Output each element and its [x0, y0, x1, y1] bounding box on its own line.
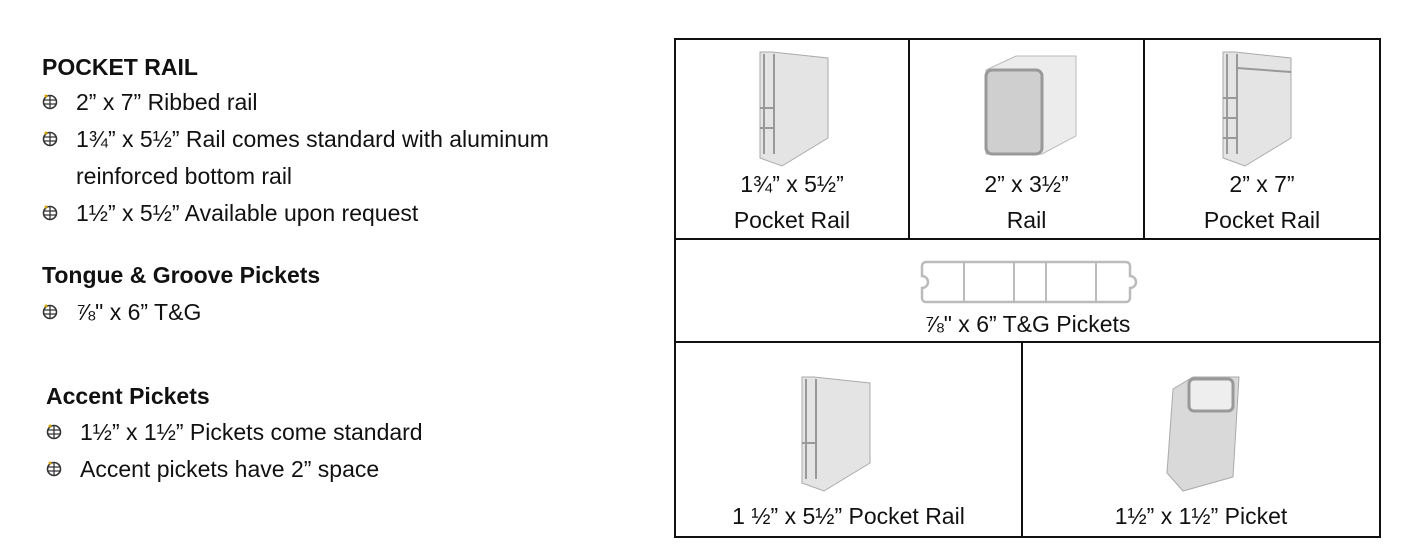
- list-item: 1½” x 1½” Pickets come standard: [46, 414, 423, 451]
- caption-size: 2” x 3½”: [984, 171, 1069, 197]
- list-item-continuation: reinforced bottom rail: [76, 163, 293, 189]
- picket-image: [1166, 376, 1240, 492]
- cell-rail-2x35: 2” x 3½” Rail: [910, 40, 1145, 240]
- globe-bullet-icon: [46, 461, 62, 477]
- globe-bullet-icon: [42, 94, 58, 110]
- caption-size: 1¾” x 5½”: [740, 171, 844, 197]
- globe-bullet-icon: [46, 424, 62, 440]
- cell-pocket-rail-15: 1 ½” x 5½” Pocket Rail: [676, 343, 1023, 536]
- caption-label: Pocket Rail: [733, 207, 851, 233]
- cell-pocket-rail-134: 1¾” x 5½” Pocket Rail: [676, 40, 910, 240]
- list-item-text: 1¾” x 5½” Rail comes standard with alumi…: [76, 126, 549, 152]
- tongue-groove-heading: Tongue & Groove Pickets: [42, 262, 321, 288]
- caption-label: 1½” x 1½” Picket: [1114, 503, 1288, 529]
- list-item: 2” x 7” Ribbed rail: [42, 84, 258, 121]
- list-item-text: 1½” x 1½” Pickets come standard: [80, 419, 423, 445]
- rail-image: [984, 55, 1077, 156]
- pocket-rail-heading: POCKET RAIL: [42, 54, 198, 80]
- list-item-text: 2” x 7” Ribbed rail: [76, 89, 258, 115]
- globe-bullet-icon: [42, 131, 58, 147]
- list-item-text: 1½” x 5½” Available upon request: [76, 200, 419, 226]
- tg-picket-profile-image: [920, 260, 1138, 304]
- list-item: 1¾” x 5½” Rail comes standard with alumi…: [42, 121, 549, 158]
- list-item-text: ⅞" x 6” T&G: [76, 299, 202, 325]
- caption-size: 2” x 7”: [1229, 171, 1295, 197]
- pocket-rail-image: [801, 376, 871, 492]
- globe-bullet-icon: [42, 205, 58, 221]
- cell-tg-pickets: ⅞" x 6” T&G Pickets: [676, 240, 1379, 343]
- cell-picket-15x15: 1½” x 1½” Picket: [1023, 343, 1379, 536]
- list-item: Accent pickets have 2” space: [46, 451, 379, 488]
- caption-label: Pocket Rail: [1203, 207, 1321, 233]
- pocket-rail-image: [1222, 51, 1292, 167]
- list-item: 1½” x 5½” Available upon request: [42, 195, 418, 232]
- cell-pocket-rail-2x7: 2” x 7” Pocket Rail: [1145, 40, 1379, 240]
- list-item: ⅞" x 6” T&G: [42, 294, 201, 331]
- globe-bullet-icon: [42, 304, 58, 320]
- list-item-text: Accent pickets have 2” space: [80, 456, 380, 482]
- caption-label: ⅞" x 6” T&G Pickets: [924, 311, 1131, 337]
- caption-label: 1 ½” x 5½” Pocket Rail: [732, 503, 965, 529]
- product-grid: 1¾” x 5½” Pocket Rail 2” x 3½” Rail 2” x…: [674, 38, 1381, 538]
- caption-label: Rail: [1006, 207, 1047, 233]
- pocket-rail-image: [759, 51, 829, 167]
- accent-pickets-heading: Accent Pickets: [46, 383, 210, 409]
